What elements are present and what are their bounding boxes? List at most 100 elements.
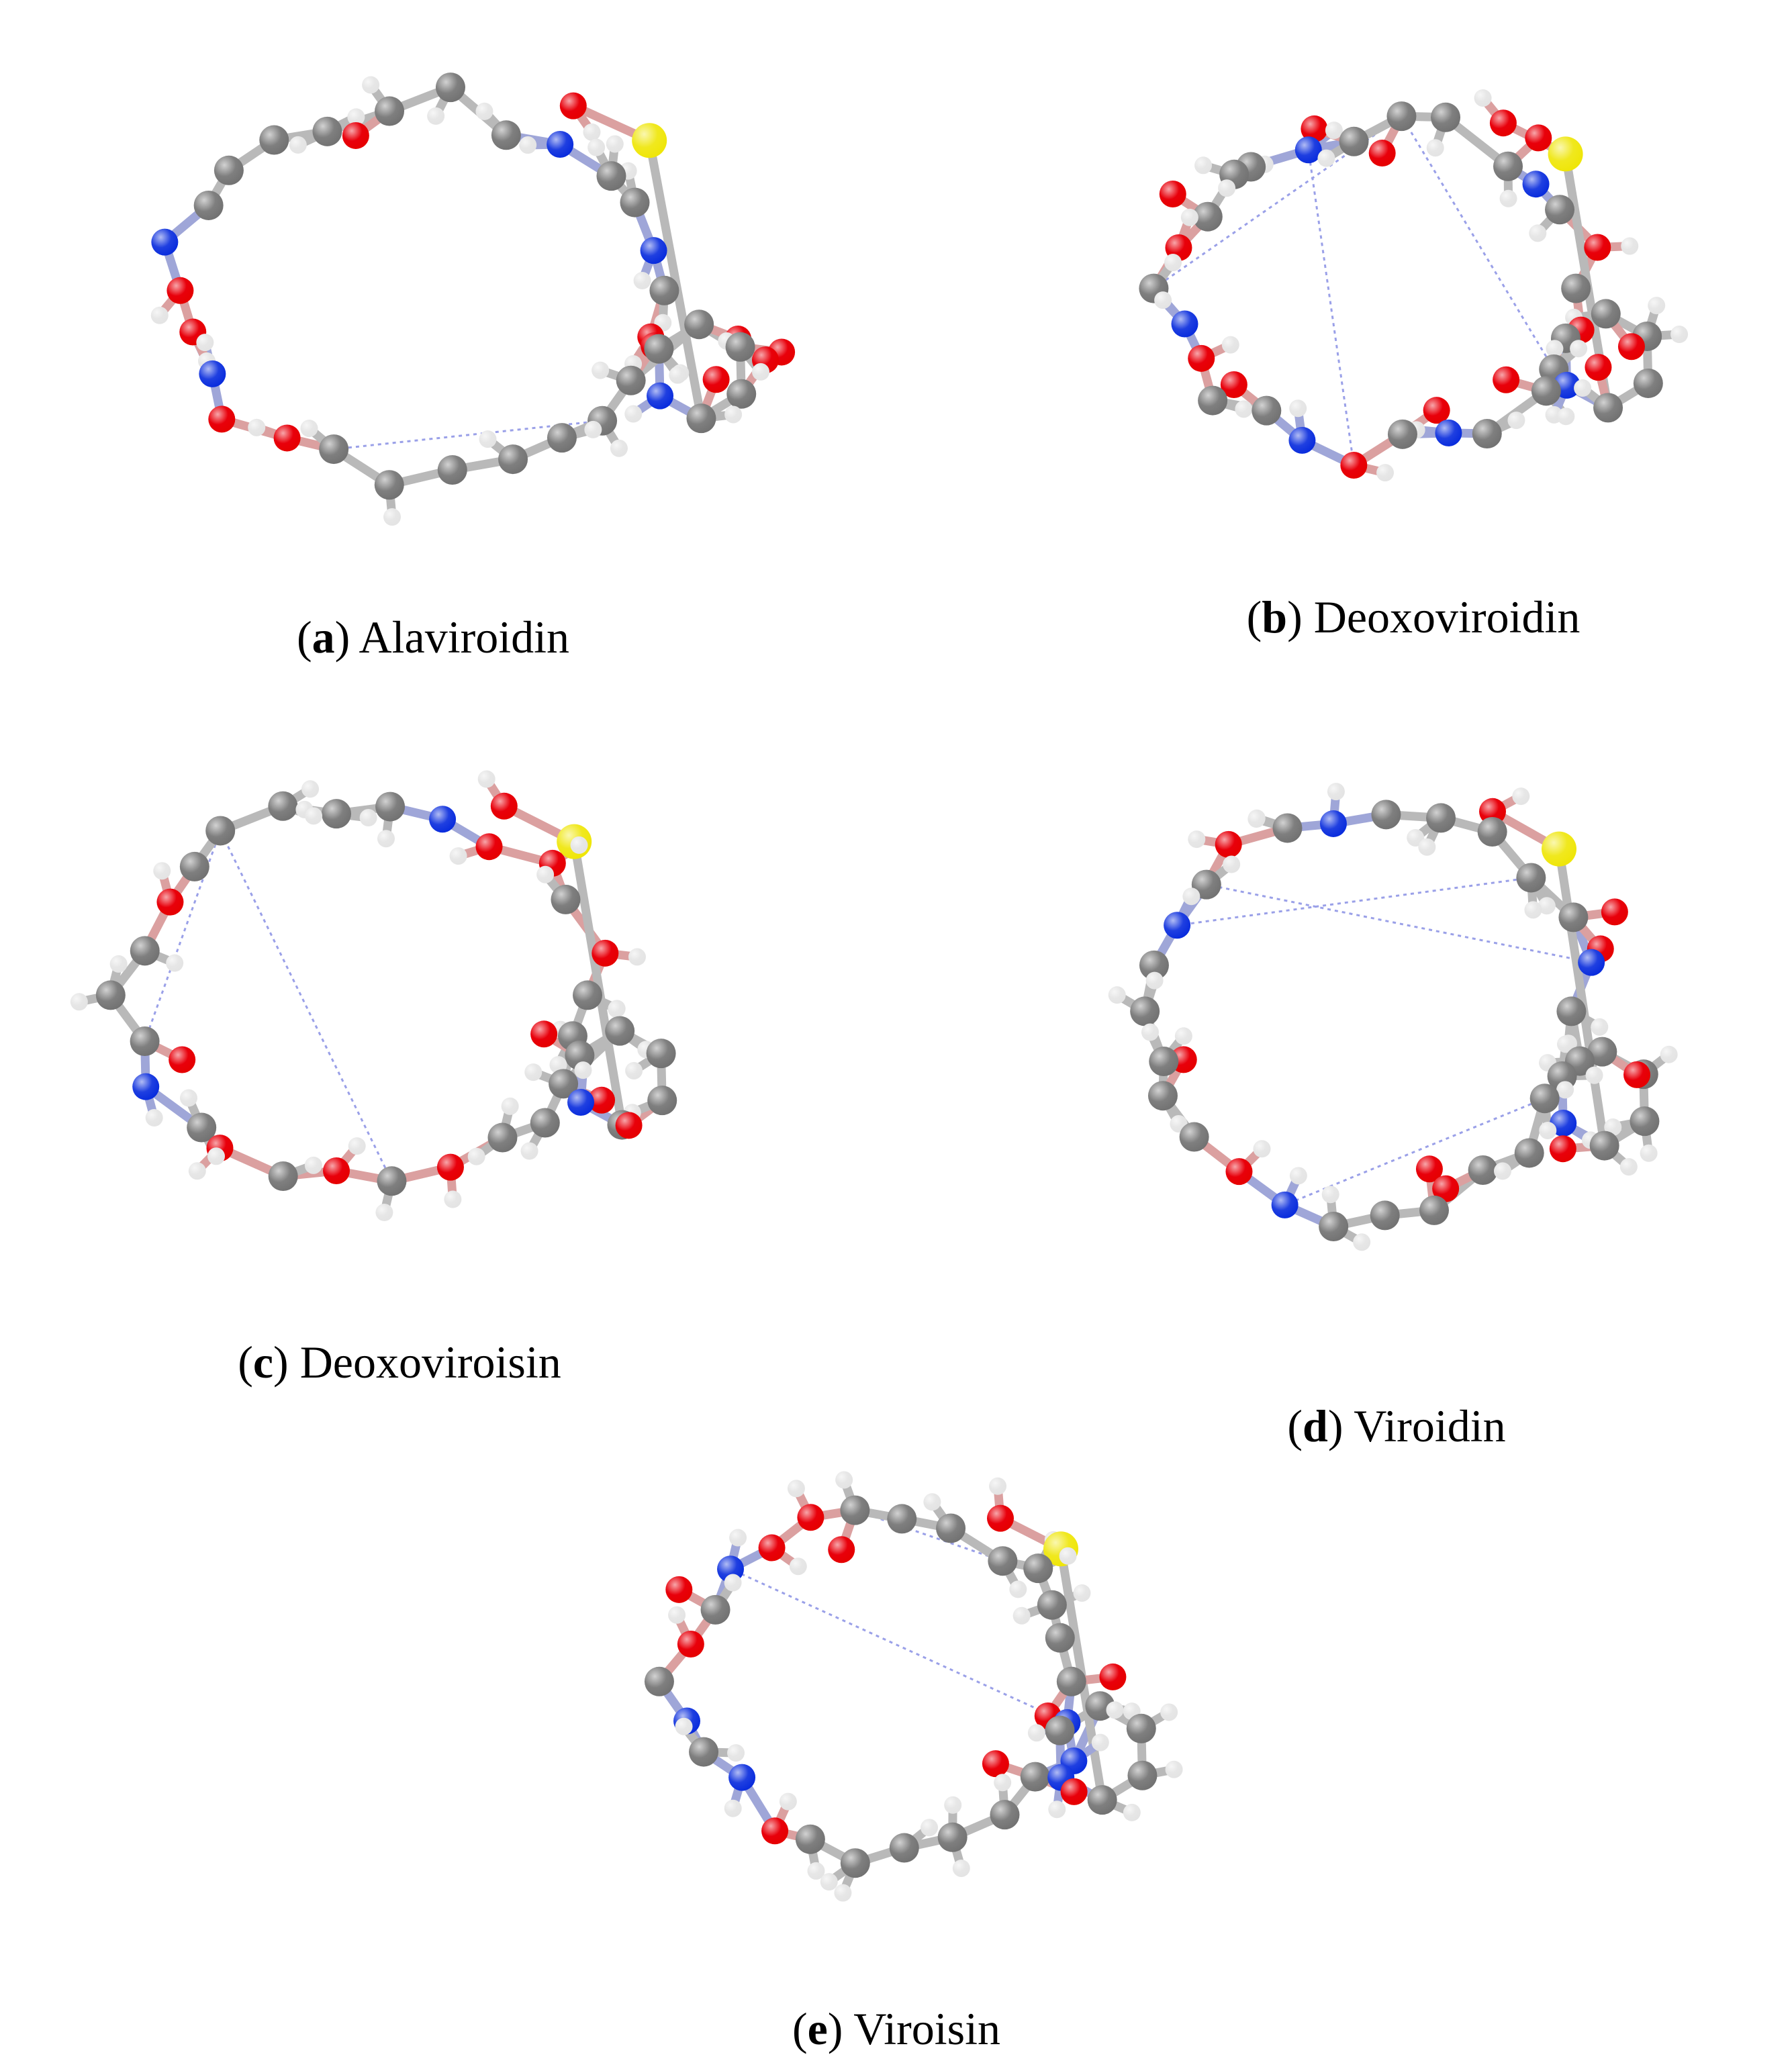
oxygen-atom [273, 424, 301, 452]
oxygen-atom [1549, 1135, 1576, 1163]
oxygen-atom [615, 1112, 643, 1139]
carbon-atom [321, 799, 351, 829]
oxygen-atom [665, 1576, 693, 1603]
carbon-atom [1319, 1212, 1349, 1242]
oxygen-atom [1489, 109, 1517, 137]
hydrogen-atom [1591, 1018, 1609, 1036]
oxygen-atom [1493, 366, 1520, 393]
hydrogen-atom [1524, 901, 1542, 919]
carbon-atom [840, 1495, 870, 1525]
hydrogen-atom [1640, 1144, 1658, 1162]
hydrogen-atom [1426, 139, 1444, 157]
hydrogen-atom [624, 405, 643, 423]
hydrogen-atom [570, 836, 588, 854]
hydrogen-atom [467, 1147, 485, 1165]
hydrogen-atom [1141, 1023, 1159, 1041]
carbon-atom [1370, 1200, 1400, 1231]
nitrogen-atom [1271, 1191, 1299, 1218]
carbon-atom [487, 1122, 518, 1153]
oxygen-atom [1623, 1061, 1651, 1088]
carbon-atom [1147, 1081, 1178, 1111]
carbon-atom [259, 125, 289, 155]
oxygen-atom [167, 277, 194, 304]
hydrogen-atom [1574, 379, 1592, 397]
hydrogen-atom [524, 1063, 543, 1082]
hydrogen-bond [1206, 883, 1592, 964]
oxygen-atom [530, 1020, 558, 1048]
carbon-atom [616, 365, 646, 395]
carbon-atom [937, 1822, 968, 1852]
hydrogen-atom [347, 108, 365, 126]
hydrogen-atom [625, 1061, 643, 1079]
hydrogen-atom [519, 136, 537, 154]
nitrogen-atom [640, 237, 667, 265]
bond [1554, 845, 1609, 1151]
oxygen-atom [761, 1817, 789, 1845]
oxygen-atom [475, 833, 503, 861]
hydrogen-atom [1009, 1580, 1027, 1598]
hydrogen-atom [145, 1109, 163, 1127]
sulfur-atom [1548, 136, 1583, 172]
hydrogen-atom [1529, 224, 1547, 242]
hydrogen-atom [1059, 1547, 1077, 1565]
hydrogen-atom [1223, 855, 1241, 873]
carbon-atom [795, 1824, 825, 1854]
hydrogen-atom [669, 366, 687, 384]
hydrogen-atom [1317, 149, 1335, 167]
hydrogen-atom [1048, 1800, 1066, 1819]
carbon-atom [573, 980, 603, 1010]
molecule-model-b [1139, 89, 1689, 482]
caption-name-d: Viroidin [1354, 1400, 1506, 1451]
hydrogen-atom [1539, 1122, 1557, 1140]
hydrogen-atom [150, 306, 169, 324]
hydrogen-atom [475, 102, 493, 120]
hydrogen-atom [1321, 1186, 1339, 1204]
carbon-atom [605, 1016, 635, 1046]
hydrogen-atom [153, 862, 171, 880]
hydrogen-atom [1164, 254, 1182, 272]
hydrogen-atom [752, 363, 770, 381]
carbon-atom [375, 96, 405, 126]
carbon-atom [1419, 1195, 1450, 1225]
oxygen-atom [1060, 1778, 1088, 1805]
hydrogen-atom [449, 847, 467, 865]
hydrogen-atom [196, 334, 214, 352]
nitrogen-atom [151, 228, 179, 256]
hydrogen-atom [362, 76, 380, 94]
hydrogen-atom [574, 1061, 592, 1079]
oxygen-atom [1340, 452, 1368, 479]
carbon-atom [689, 1737, 719, 1767]
hydrogen-atom [1180, 208, 1198, 226]
carbon-atom [551, 884, 581, 914]
hydrogen-atom [668, 1606, 686, 1624]
oxygen-atom [323, 1157, 350, 1185]
hydrogen-atom [1538, 897, 1556, 915]
hydrogen-atom [304, 1156, 322, 1174]
hydrogen-atom [834, 1884, 852, 1902]
carbon-atom [726, 379, 757, 409]
carbon-atom [375, 791, 406, 822]
carbon-atom [1589, 1131, 1619, 1161]
caption-name-a: Alaviroidin [359, 612, 570, 663]
hydrogen-atom [779, 1792, 797, 1811]
hydrogen-atom [1289, 399, 1307, 418]
hydrogen-atom [305, 807, 323, 825]
hydrogen-atom [1194, 156, 1213, 175]
oxygen-atom [1188, 344, 1215, 372]
oxygen-atom [987, 1504, 1014, 1532]
nitrogen-atom [1171, 310, 1198, 338]
nitrogen-atom [1164, 912, 1191, 939]
hydrogen-atom [501, 1097, 519, 1115]
carbon-atom [644, 334, 674, 364]
nitrogen-atom [1288, 426, 1316, 454]
hydrogen-atom [675, 1717, 693, 1735]
hydrogen-atom [1091, 1733, 1109, 1751]
hydrogen-atom [1512, 787, 1530, 806]
nitrogen-atom [132, 1073, 160, 1100]
oxygen-atom [1220, 371, 1247, 398]
nitrogen-atom [728, 1764, 756, 1791]
hydrogen-atom [1353, 1233, 1371, 1251]
oxygen-atom [169, 1046, 196, 1073]
nitrogen-atom [647, 382, 674, 410]
hydrogen-atom [109, 955, 128, 973]
